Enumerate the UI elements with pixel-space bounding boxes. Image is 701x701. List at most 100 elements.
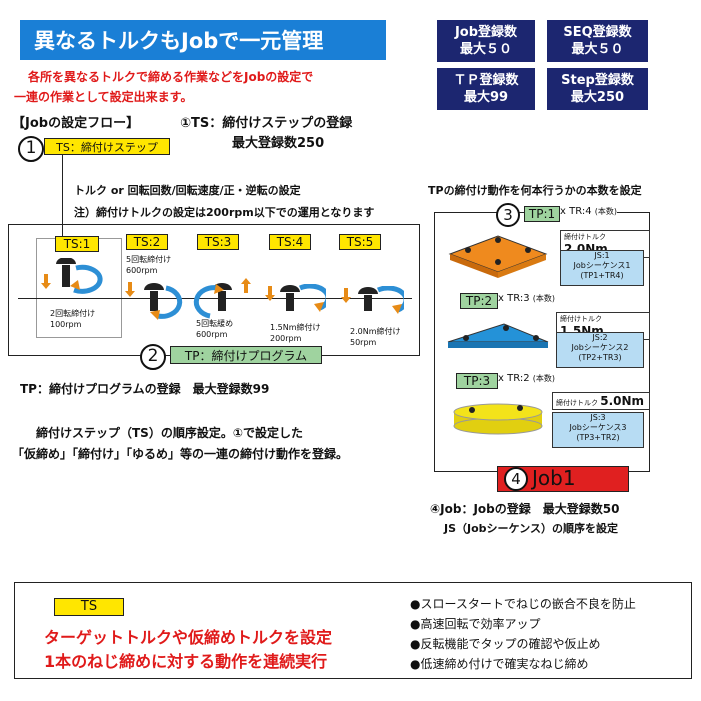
step-circle-3: 3 [496,203,520,227]
js2-formula: (TP2+TR3) [578,353,622,362]
ts4-desc: 1.5Nm締付け 200rpm [270,322,321,344]
ts1-desc-1: 2回転締付け [50,309,96,318]
arrow-down-icon [344,288,348,297]
arrow-down-icon [128,282,132,291]
yellow-disc-icon [453,403,543,435]
orange-plate-icon [448,235,548,278]
job-name: Job1 [532,466,576,490]
screw-ts4-icon [280,284,326,312]
bullet-item-2: ●高速回転で効率アップ [410,617,541,631]
blue-plate-icon [447,323,549,348]
tr2-value: TR:3 [507,293,530,304]
ts-connector [62,154,63,238]
step-circle-1: 1 [18,136,44,162]
stat-step-value: 最大250 [570,90,625,105]
ts-tag-1: TS:1 [55,236,99,252]
stat-step-label: Step登録数 [561,73,634,88]
arrow-down-icon [44,274,48,283]
torque-label-2: 締付けトルク [560,315,602,323]
stat-seq-value: 最大５０ [571,42,624,57]
tr2-unit: (本数) [532,294,556,303]
ts1-desc: 2回転締付け 100rpm [50,308,95,330]
bullet-item-1: ●スロースタートでねじの嵌合不良を防止 [410,597,636,611]
ts-order-line-1: 締付けステップ（TS）の順序設定。①で設定した [36,426,303,440]
ts5-desc-2: 50rpm [350,338,377,347]
screw-ts2-icon [144,283,183,320]
ts-order-line-2: 「仮締め」「締付け」「ゆるめ」等の一連の締付け動作を登録。 [12,447,349,461]
ts3-desc: 5回転緩め 600rpm [196,318,233,340]
step-circle-4: 4 [504,467,528,491]
stat-job-count: Job登録数 最大５０ [437,20,535,62]
rpm-note: 注）締付けトルクの設定は200rpm以下での運用となります [74,206,375,219]
ts5-desc: 2.0Nm締付け 50rpm [350,326,401,348]
tp-label: TP：締付けプログラム [170,346,322,364]
ts-baseline [18,298,412,299]
stat-seq-label: SEQ登録数 [563,25,632,40]
js3-name: Jobシーケンス3 [569,423,627,432]
tp-description: TP：締付けプログラムの登録 最大登録数99 [20,382,270,396]
ts-tag-3: TS:3 [197,234,239,250]
torque-box-3: 締付けトルク 5.0Nm [552,392,650,410]
ts2-desc-1: 5回転締付け [126,255,172,264]
js-box-2: JS:2 Jobシーケンス2 (TP2+TR3) [556,332,644,368]
ts-tag-5: TS:5 [339,234,381,250]
tr1-unit: (本数) [594,207,618,216]
ts2-desc-2: 600rpm [126,266,158,275]
job-description: ④Job：Jobの登録 最大登録数50 [430,502,620,516]
bullet-list: ●スロースタートでねじの嵌合不良を防止 ●高速回転で効率アップ ●反転機能でタッ… [410,594,636,674]
tr3-unit: (本数) [532,374,556,383]
js2-name: Jobシーケンス2 [571,343,629,352]
stat-step-count: Step登録数 最大250 [547,68,648,110]
ts-summary-frame [14,582,692,679]
subtitle-line-2: 一連の作業として設定出来ます。 [14,90,193,104]
tp3-label: TP:3 [456,373,498,389]
summary-red-1: ターゲットトルクや仮締めトルクを設定 [44,628,333,647]
page-title: 異なるトルクもJobで一元管理 [20,20,386,60]
ts3-desc-2: 600rpm [196,330,228,339]
summary-red-2: 1本のねじ締めに対する動作を連続実行 [44,652,328,671]
ts-summary-tag: TS [54,598,124,616]
ts4-desc-1: 1.5Nm締付け [270,323,321,332]
torque-label-3: 締付けトルク [556,399,598,407]
js-box-1: JS:1 Jobシーケンス1 (TP1+TR4) [560,250,644,286]
arrow-up-icon [241,278,251,293]
torque-label-1: 締付けトルク [564,233,606,241]
stat-tp-value: 最大99 [463,90,509,105]
tp2-label: TP:2 [460,293,498,309]
screw-ts3-icon [193,283,232,319]
ts-heading: ①TS：締付けステップの登録 [180,116,353,131]
stat-job-value: 最大５０ [459,42,512,57]
stat-tp-label: ＴＰ登録数 [453,73,519,88]
js1-name: Jobシーケンス1 [573,261,631,270]
tr2-text: x TR:3 (本数) [498,293,556,304]
ts-tag-2: TS:2 [126,234,168,250]
torque-setting-text: トルク or 回転回数/回転速度/正・逆転の設定 [74,184,301,197]
ts3-desc-1: 5回転緩め [196,319,234,328]
stat-job-label: Job登録数 [454,25,518,40]
tr3-value: TR:2 [507,373,530,384]
screw-ts1-icon [56,258,103,294]
ts1-desc-2: 100rpm [50,320,82,329]
bullet-item-3: ●反転機能でタップの確認や仮止め [410,637,601,651]
tr-heading: TPの締付け動作を何本行うかの本数を設定 [428,184,642,197]
ts-max: 最大登録数250 [232,136,325,151]
js3-formula: (TP3+TR2) [576,433,620,442]
step-circle-2: 2 [140,344,166,370]
ts5-desc-1: 2.0Nm締付け [350,327,401,336]
subtitle-line-1: 各所を異なるトルクで締める作業などをJobの設定で [28,70,314,84]
tp1-label: TP:1 [524,206,560,222]
bullet-item-4: ●低速締め付けで確実なねじ締め [410,657,589,671]
js3-id: JS:3 [590,413,606,422]
ts-label: TS：締付けステップ [44,138,170,155]
js1-formula: (TP1+TR4) [580,271,624,280]
torque-value-3: 5.0Nm [600,394,645,408]
ts2-desc: 5回転締付け 600rpm [126,254,171,276]
js-box-3: JS:3 Jobシーケンス3 (TP3+TR2) [552,412,644,448]
ts-tag-4: TS:4 [269,234,311,250]
arrow-down-icon [268,286,272,295]
flow-heading: 【Jobの設定フロー】 [12,116,140,131]
js-order-text: JS（Jobシーケンス）の順序を設定 [444,522,618,535]
tr3-text: x TR:2 (本数) [498,373,556,384]
stat-seq-count: SEQ登録数 最大５０ [547,20,648,62]
ts4-desc-2: 200rpm [270,334,302,343]
